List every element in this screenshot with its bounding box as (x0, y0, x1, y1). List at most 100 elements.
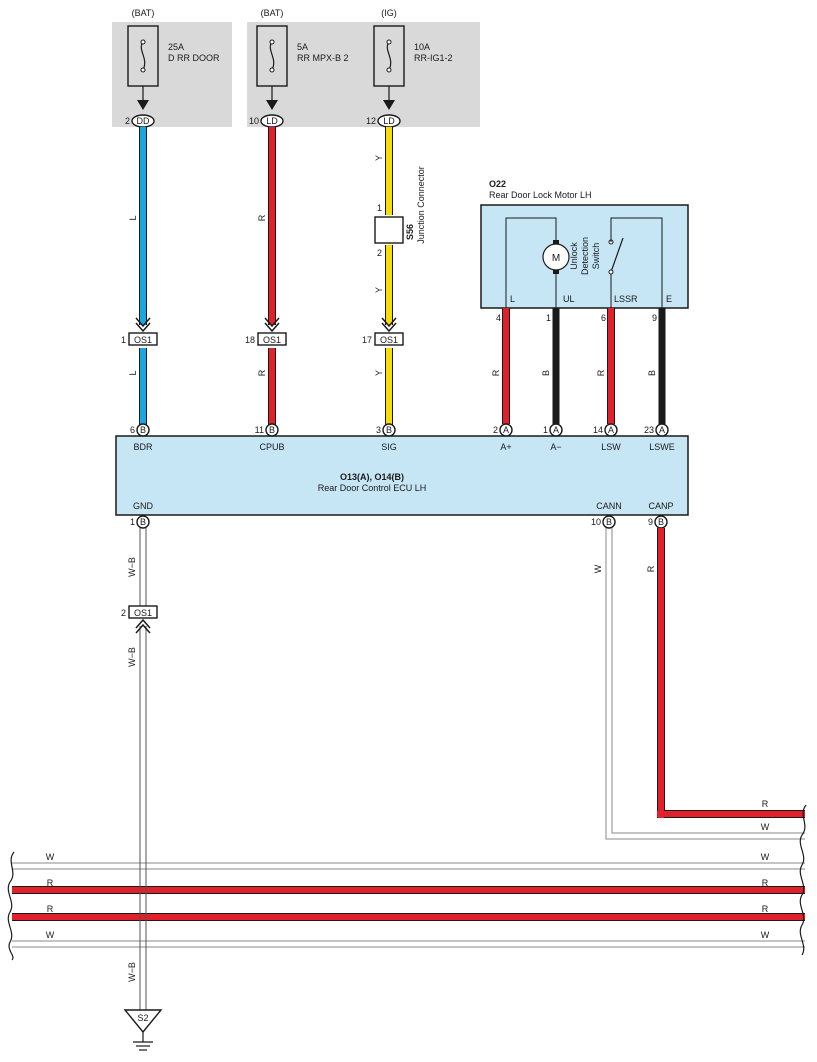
wire-ground-wb: W−B W−B W−B (127, 528, 147, 1010)
wire-color-label: L (128, 370, 138, 375)
ecu-pin: 10 (591, 517, 601, 527)
fuse-d-rr-door: (BAT) 25A D RR DOOR 2 DD (125, 8, 220, 128)
ecu-terminal-name: A− (550, 442, 561, 452)
fuse-box-ig (247, 22, 480, 127)
connector-pin: 2 (121, 608, 126, 618)
wire-color-label: Y (374, 155, 384, 161)
ecu-conn: B (658, 517, 664, 527)
switch-label-1: Unlock (569, 242, 579, 270)
ecu-pin: 6 (130, 425, 135, 435)
ecu-terminal-name: CANN (596, 501, 622, 511)
bus-label: R (762, 878, 769, 888)
wire-color-label: R (491, 369, 501, 376)
connector-label: OS1 (263, 335, 281, 345)
junction-pin-out: 2 (377, 248, 382, 258)
wire-color-label: R (257, 214, 267, 221)
connector-label: OS1 (380, 335, 398, 345)
fuse-source-label: (IG) (381, 8, 397, 18)
bus-label: R (762, 799, 769, 809)
connector-pin: 18 (245, 335, 255, 345)
ecu-terminal-name: SIG (381, 442, 397, 452)
ecu-conn: B (606, 517, 612, 527)
junction-id: S56 (405, 224, 415, 240)
motor-pin: 4 (496, 313, 501, 323)
fuse-name: RR-IG1-2 (414, 53, 453, 63)
fuse-rating: 25A (168, 42, 184, 52)
ecu-terminal-lswe: 23 A LSWE (644, 423, 675, 452)
fuse-pin: 2 (125, 116, 130, 126)
bus-lines: R R W W W W R R R R W W (7, 528, 807, 961)
ecu-terminal-a-minus: 1 A A− (543, 423, 563, 452)
fuse-pin: 10 (249, 116, 259, 126)
bus-label: W (761, 822, 770, 832)
ecu-pin: 3 (376, 425, 381, 435)
wire-color-label: Y (374, 370, 384, 376)
ecu-terminal-name: GND (133, 501, 154, 511)
bus-label: R (762, 904, 769, 914)
wire-color-label: Y (374, 287, 384, 293)
ecu-conn: B (269, 425, 275, 435)
lock-motor-o22: O22 Rear Door Lock Motor LH M Unlock Det… (480, 179, 689, 323)
fuse-rating: 10A (414, 42, 430, 52)
switch-label-2: Detection (580, 237, 590, 275)
bus-label: W (46, 852, 55, 862)
fuse-connector: LD (383, 116, 395, 126)
ecu-pin: 1 (130, 517, 135, 527)
ecu-terminal-bdr: 6 B BDR (130, 423, 153, 452)
motor-id: O22 (489, 179, 506, 189)
fuse-rating: 5A (297, 42, 308, 52)
ecu-terminal-canp: CANP 9 B (648, 501, 674, 529)
ecu-terminal-cpub: 11 B CPUB (255, 423, 285, 452)
wire-color-label: W−B (127, 647, 137, 667)
junction-name: Junction Connector (416, 166, 426, 244)
ecu-terminal-name: CANP (648, 501, 673, 511)
wire-color-label: W−B (127, 557, 137, 577)
ecu-terminal-cann: CANN 10 B (591, 501, 622, 529)
connector-os1-17: OS1 17 (362, 317, 404, 346)
ecu-conn: B (140, 517, 146, 527)
fuse-source-label: (BAT) (132, 8, 155, 18)
wire-black-lswe: B (647, 308, 666, 424)
connector-label: OS1 (134, 335, 152, 345)
bus-label: W (46, 930, 55, 940)
connector-pin: 1 (121, 335, 126, 345)
wire-red-cpub: R R (257, 127, 276, 426)
connector-os1-2: OS1 2 (121, 605, 158, 634)
ecu-pin: 23 (644, 425, 654, 435)
wire-color-label: R (596, 369, 606, 376)
ecu-conn: A (659, 425, 665, 435)
ecu-conn: B (140, 425, 146, 435)
wire-red-lsw: R (596, 308, 615, 424)
motor-pin: 6 (601, 313, 606, 323)
fuse-pin: 12 (366, 116, 376, 126)
motor-pin: 9 (652, 313, 657, 323)
ecu-name: Rear Door Control ECU LH (318, 483, 427, 493)
ecu-terminal-sig: 3 B SIG (376, 423, 397, 452)
ecu-pin: 9 (648, 517, 653, 527)
fuse-rr-ig1-2: (IG) 10A RR-IG1-2 12 LD (366, 8, 453, 128)
motor-name: Rear Door Lock Motor LH (489, 190, 592, 200)
ecu-id: O13(A), O14(B) (340, 472, 404, 482)
ground-s2: S2 (123, 1009, 163, 1051)
motor-pin: 1 (546, 313, 551, 323)
ecu-conn: A (608, 425, 614, 435)
wire-yellow-sig: Y Y Y (374, 127, 393, 426)
wire-black-a-minus: B (541, 308, 560, 424)
fuse-name: RR MPX-B 2 (297, 53, 349, 63)
fuse-name: D RR DOOR (168, 53, 220, 63)
wire-color-label: R (257, 369, 267, 376)
connector-os1-1: OS1 1 (121, 317, 158, 346)
ecu-terminal-name: LSWE (649, 442, 675, 452)
ecu-terminal-name: BDR (133, 442, 153, 452)
wire-color-label: R (646, 565, 656, 572)
switch-label-3: Switch (591, 243, 601, 270)
ecu-terminal-lsw: 14 A LSW (593, 423, 621, 452)
motor-terminal-l: L (510, 294, 515, 304)
motor-terminal-lssr: LSSR (614, 294, 638, 304)
bus-label: W (761, 852, 770, 862)
ecu-pin: 1 (543, 425, 548, 435)
ecu-conn: A (503, 425, 509, 435)
ecu-conn: A (553, 425, 559, 435)
ecu-terminal-name: LSW (601, 442, 621, 452)
